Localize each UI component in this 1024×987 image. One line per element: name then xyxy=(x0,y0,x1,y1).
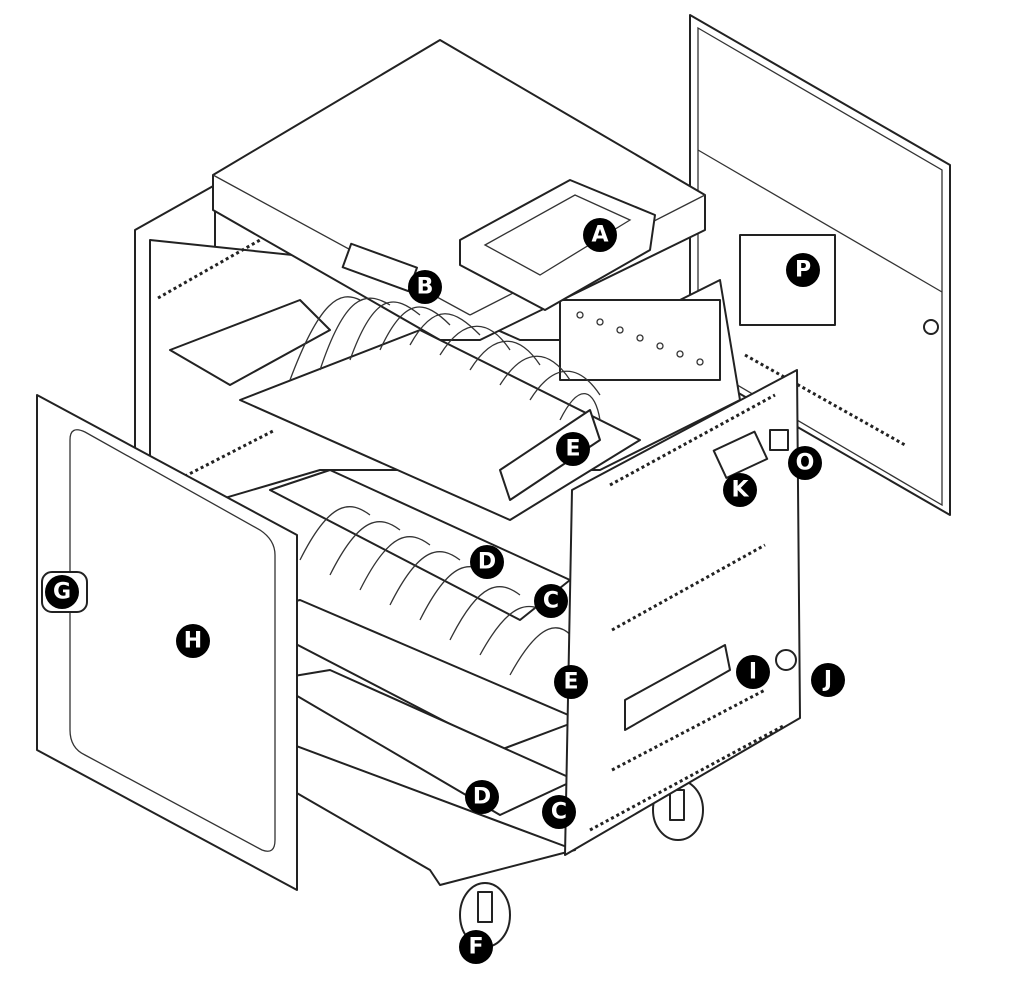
svg-text:P: P xyxy=(795,258,811,283)
callout-e-upper: E xyxy=(556,432,590,466)
callout-d-lower: D xyxy=(465,780,499,814)
svg-text:D: D xyxy=(478,550,496,575)
svg-text:B: B xyxy=(417,275,434,300)
svg-text:A: A xyxy=(591,223,608,248)
svg-text:G: G xyxy=(53,580,71,605)
svg-text:J: J xyxy=(822,668,832,693)
callout-g: G xyxy=(45,575,79,609)
callout-c-upper: C xyxy=(534,584,568,618)
callout-p: P xyxy=(786,253,820,287)
svg-text:C: C xyxy=(551,800,567,825)
callout-j: J xyxy=(811,663,845,697)
callout-i: I xyxy=(736,655,770,689)
callout-a: A xyxy=(583,218,617,252)
svg-text:H: H xyxy=(184,629,202,654)
svg-text:C: C xyxy=(543,589,559,614)
svg-text:I: I xyxy=(749,660,757,685)
svg-text:F: F xyxy=(468,935,483,960)
svg-text:E: E xyxy=(563,670,578,695)
callout-h: H xyxy=(176,624,210,658)
ventilation-holes xyxy=(576,311,704,366)
callout-b: B xyxy=(408,270,442,304)
callout-e-lower: E xyxy=(554,665,588,699)
svg-text:E: E xyxy=(565,437,580,462)
callout-o: O xyxy=(788,446,822,480)
callout-f: F xyxy=(459,930,493,964)
callout-d-upper: D xyxy=(470,545,504,579)
svg-text:O: O xyxy=(796,451,815,476)
svg-text:D: D xyxy=(473,785,491,810)
callout-c-lower: C xyxy=(542,795,576,829)
lower-shelf xyxy=(204,469,581,886)
svg-text:K: K xyxy=(731,478,749,503)
callout-k: K xyxy=(723,473,757,507)
